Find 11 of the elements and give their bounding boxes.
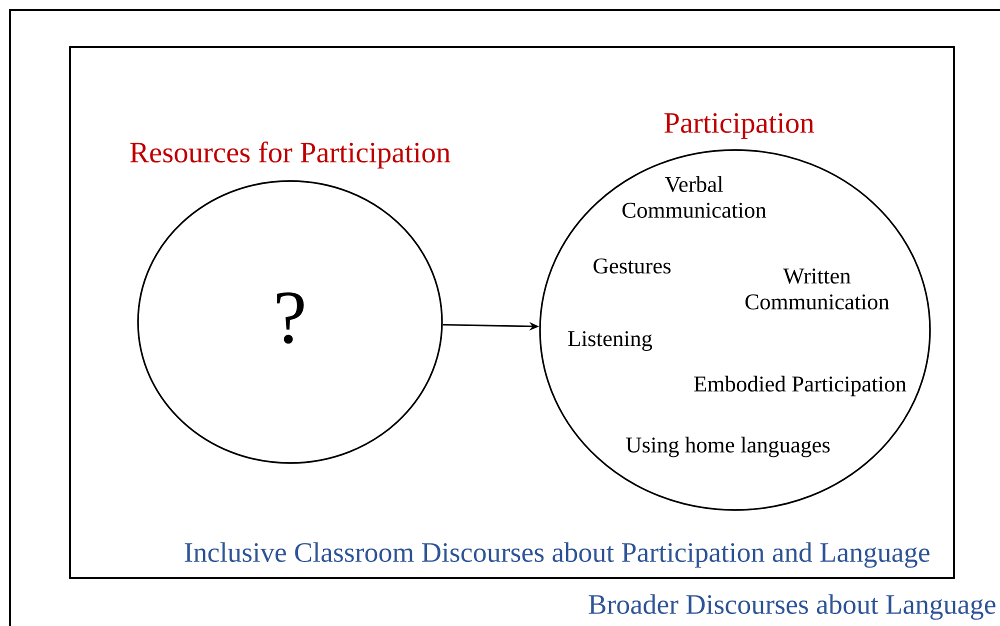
box-label: Broader Discourses about Language [588,594,996,620]
heading: Participation [664,113,814,139]
item-label: Written Communication [745,268,890,310]
item-label: Embodied Participation [694,376,906,396]
item-label: Using home languages [626,436,830,458]
question-mark: ? [277,292,304,344]
item-label: Verbal Communication [622,176,766,218]
heading: Resources for Participation [130,141,450,169]
item-label: Listening [568,331,652,351]
box-label: Inclusive Classroom Discourses about Participation and Language [184,542,930,568]
item-label: Gestures [594,258,671,274]
